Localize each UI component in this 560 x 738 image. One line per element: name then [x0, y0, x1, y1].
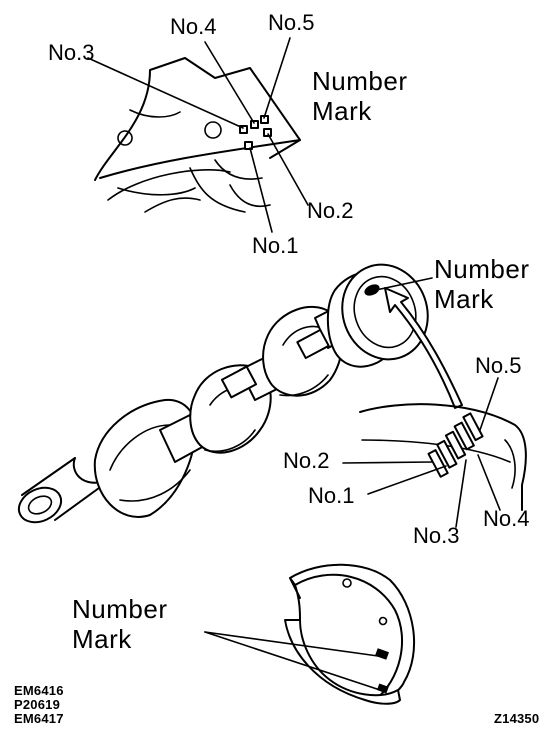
figure-id: Z14350: [494, 711, 540, 726]
crank-label-mark: Mark: [434, 284, 494, 314]
crank-label-no1: No.1: [308, 483, 355, 508]
leader-block-no5: [263, 37, 291, 119]
leader-block-no4: [204, 41, 255, 124]
figure-code-3: EM6417: [14, 711, 64, 726]
leader-crank-no1: [367, 465, 447, 495]
leader-crank-no3: [455, 459, 467, 528]
crankshaft-illustration: [17, 263, 463, 524]
figure-code-2: P20619: [14, 697, 61, 712]
bearing-shell-illustration: [204, 563, 416, 705]
block-label-no2: No.2: [307, 198, 354, 223]
block-label-no1: No.1: [252, 233, 299, 258]
block-label-no3: No.3: [48, 40, 95, 65]
figure-code-1: EM6416: [14, 683, 64, 698]
leader-block-no2: [267, 133, 309, 206]
leader-crank-number-mark: [375, 277, 433, 291]
callout-arrow: [384, 287, 463, 409]
leader-bearing-mark-1: [204, 631, 379, 657]
leader-crank-no5: [479, 377, 499, 431]
bearing-label-mark: Mark: [72, 624, 132, 654]
crank-label-no3: No.3: [413, 523, 460, 548]
block-label-no4: No.4: [170, 14, 217, 39]
crank-label-number: Number: [434, 254, 530, 284]
leader-crank-no2: [342, 461, 433, 464]
crank-label-no5: No.5: [475, 353, 522, 378]
block-label-mark: Mark: [312, 96, 372, 126]
block-label-number: Number: [312, 66, 408, 96]
leader-crank-no4: [477, 454, 501, 511]
leader-bearing-mark-2: [204, 631, 381, 691]
block-label-no5: No.5: [268, 10, 315, 35]
leader-block-no3: [87, 57, 244, 129]
bearing-label-number: Number: [72, 594, 168, 624]
crank-mark-detail-pad: [342, 377, 527, 528]
crank-label-no4: No.4: [483, 506, 530, 531]
cylinder-block-illustration: [87, 37, 309, 233]
leader-block-no1: [249, 147, 273, 233]
crank-label-no2: No.2: [283, 448, 330, 473]
